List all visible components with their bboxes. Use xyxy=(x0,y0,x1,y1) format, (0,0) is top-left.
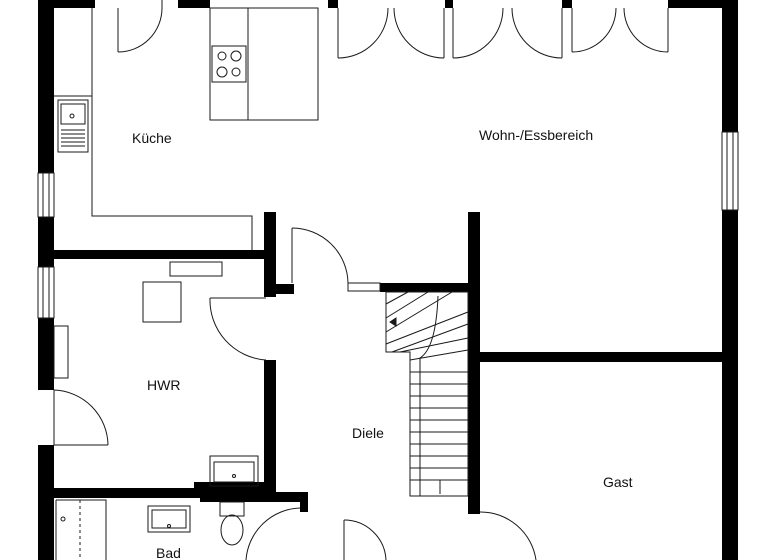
top-wall-segment xyxy=(328,0,338,8)
window-left-lower xyxy=(37,266,55,319)
windows xyxy=(37,131,739,319)
stove-icon xyxy=(211,45,247,83)
wall-stair-east xyxy=(468,212,480,494)
wall-stair-north xyxy=(380,283,480,292)
wall-hall-west-lower xyxy=(264,360,276,490)
door-main xyxy=(343,519,387,560)
door-kitchen-top xyxy=(117,0,163,53)
room-label-bath: Bad xyxy=(156,545,181,560)
washbasin-icon xyxy=(209,455,259,487)
door-living xyxy=(291,227,381,292)
wall-living-guest xyxy=(480,352,722,362)
wall-hwr-bath-step xyxy=(194,482,276,492)
room-label-guest: Gast xyxy=(603,474,633,490)
wall-stub xyxy=(276,284,294,294)
wall-hall-west xyxy=(264,212,276,297)
left-wall xyxy=(38,217,54,267)
top-wall-segment xyxy=(668,0,722,8)
room-label-living: Wohn-/Essbereich xyxy=(479,127,593,143)
stair-tread xyxy=(385,291,429,319)
stair-treads xyxy=(385,291,469,481)
window-right xyxy=(721,131,739,211)
kitchen-island xyxy=(209,7,319,121)
wall-hall-south-stub xyxy=(300,492,308,512)
top-wall-segment xyxy=(562,0,572,8)
stair-landing-arrow xyxy=(389,317,397,327)
stair-tread xyxy=(385,291,453,333)
door-hwr xyxy=(209,297,267,361)
shower-icon xyxy=(55,499,107,560)
french-door-left xyxy=(337,7,445,59)
door-bath xyxy=(245,507,301,560)
wall-hwr-bath xyxy=(54,488,200,498)
wall-kitchen-hwr xyxy=(54,250,276,259)
top-wall-segment xyxy=(445,0,453,8)
bath-fixtures xyxy=(55,499,245,560)
window-left-upper xyxy=(37,172,55,218)
interior-doors xyxy=(53,227,537,560)
right-wall xyxy=(722,0,738,132)
stair-tread xyxy=(391,323,469,353)
door-entrance-left xyxy=(53,389,109,446)
top-wall-segment xyxy=(38,0,95,8)
stair-tread xyxy=(409,349,469,361)
kitchen-counters xyxy=(54,7,319,250)
room-label-hall: Diele xyxy=(352,425,384,441)
stair-tread xyxy=(385,311,469,345)
hwr-fixtures xyxy=(53,261,259,487)
french-door-far-right xyxy=(571,7,669,53)
room-label-kitchen: Küche xyxy=(132,130,172,146)
left-wall xyxy=(38,0,54,173)
french-door-right xyxy=(452,7,563,59)
toilet-icon xyxy=(219,501,245,546)
bath-washbasin-icon xyxy=(147,505,191,533)
door-guest xyxy=(479,511,537,560)
room-label-utility: HWR xyxy=(147,377,180,393)
counter-outline xyxy=(91,8,253,250)
stair-outline xyxy=(385,291,469,497)
left-wall xyxy=(38,318,54,390)
right-wall xyxy=(722,210,738,560)
top-wall-segment xyxy=(178,0,210,8)
interior-walls xyxy=(54,212,722,514)
stair-tread xyxy=(399,337,469,353)
wall-bath-hall xyxy=(200,492,300,502)
wall-cabinet xyxy=(53,325,69,379)
washing-machine xyxy=(142,281,182,323)
exterior-walls xyxy=(38,0,738,560)
sink-icon xyxy=(57,99,89,153)
staircase xyxy=(385,291,469,497)
left-wall xyxy=(38,445,54,560)
stair-tread xyxy=(385,291,409,305)
utility-shelf xyxy=(169,261,223,277)
top-doors xyxy=(117,0,669,59)
wall-stair-south xyxy=(468,494,480,514)
